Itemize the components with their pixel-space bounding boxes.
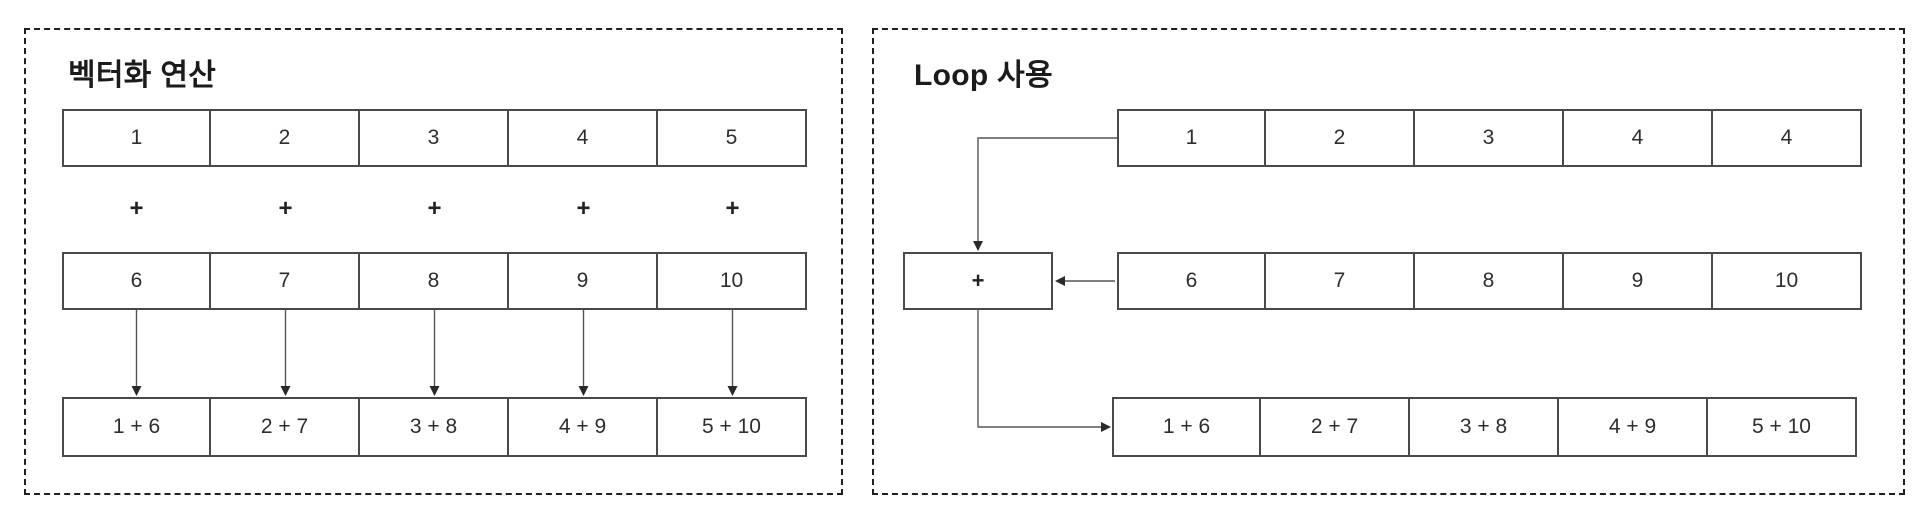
result-cell: 2 + 7 [211,397,360,457]
result-cell: 1 + 6 [62,397,211,457]
loop-cell: 8 [1415,252,1564,310]
plus-operator-box: + [903,252,1053,310]
loop-cell: 4 [1564,109,1713,167]
plus-operator: + [129,195,144,222]
result-cell: 3 + 8 [1410,397,1559,457]
loop-cell: 10 [1713,252,1862,310]
vector-cell: 8 [360,252,509,310]
plus-operator: + [725,195,740,222]
vector-cell: 2 [211,109,360,167]
result-cell: 4 + 9 [509,397,658,457]
result-cell: 5 + 10 [658,397,807,457]
plus-operator: + [278,195,293,222]
vector-cell: 3 [360,109,509,167]
result-cell: 4 + 9 [1559,397,1708,457]
loop-cell: 1 [1117,109,1266,167]
panel-vectorized-title: 벡터화 연산 [68,59,217,92]
result-cell: 2 + 7 [1261,397,1410,457]
vector-cell: 9 [509,252,658,310]
vector-cell: 5 [658,109,807,167]
loop-cell: 3 [1415,109,1564,167]
panel-loop-title: Loop 사용 [914,59,1053,92]
result-cell: 3 + 8 [360,397,509,457]
plus-operator: + [427,195,442,222]
loop-cell: 7 [1266,252,1415,310]
vector-cell: 4 [509,109,658,167]
vector-cell: 7 [211,252,360,310]
plus-operator: + [576,195,591,222]
loop-cell: 9 [1564,252,1713,310]
vector-cell: 10 [658,252,807,310]
vector-cell: 1 [62,109,211,167]
loop-cell: 6 [1117,252,1266,310]
plus-operators-row: + + + + + [62,195,807,223]
result-cell: 1 + 6 [1112,397,1261,457]
loop-cell: 2 [1266,109,1415,167]
loop-cell: 4 [1713,109,1862,167]
vector-cell: 6 [62,252,211,310]
result-cell: 5 + 10 [1708,397,1857,457]
